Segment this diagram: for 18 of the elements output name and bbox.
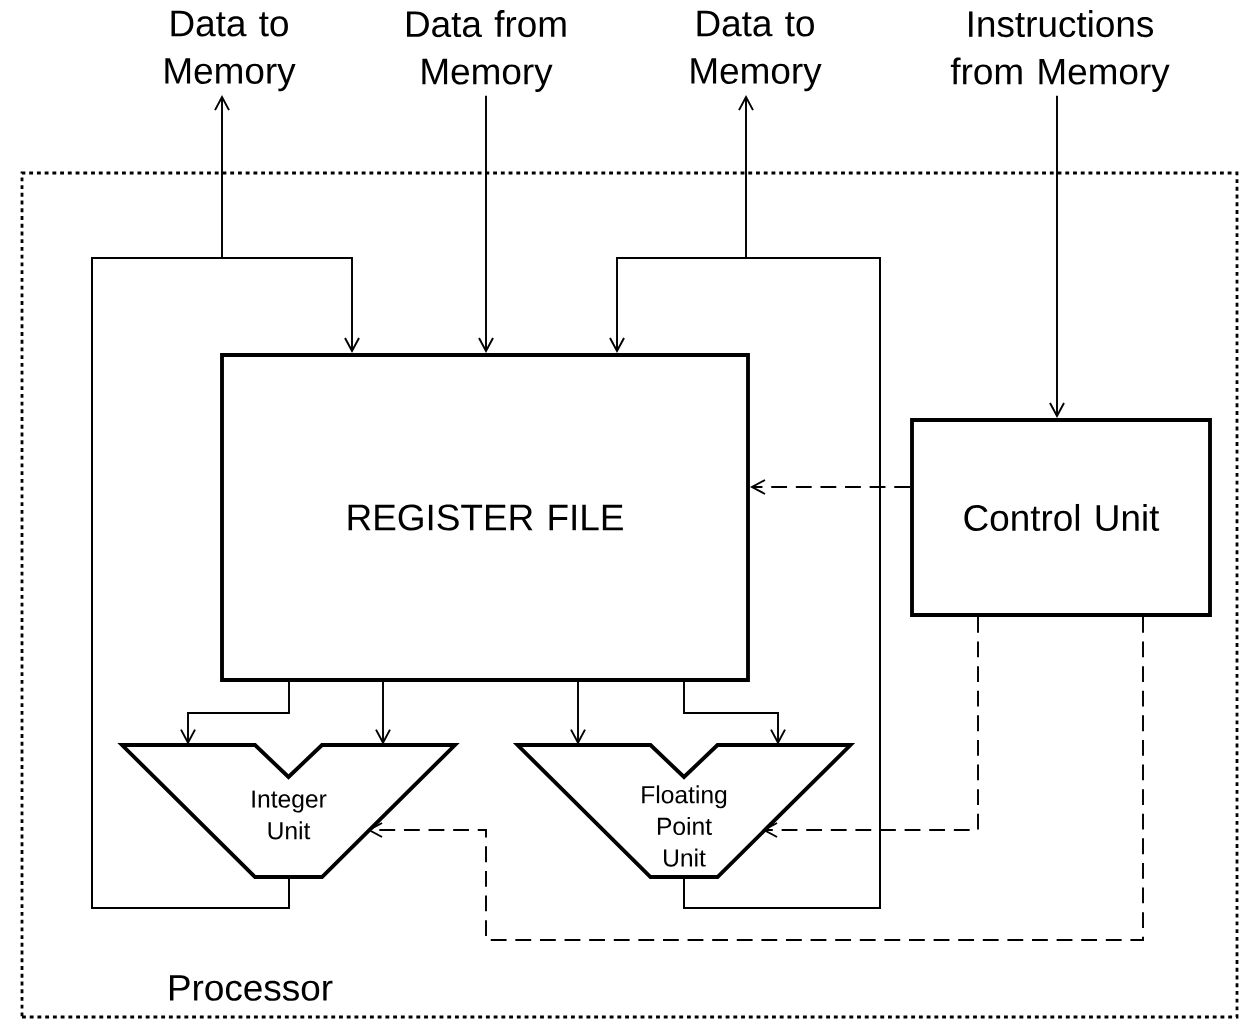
arrow bbox=[180, 680, 290, 745]
memory-port-label: Data to Memory bbox=[165, 10, 296, 92]
arrow bbox=[375, 680, 391, 745]
unit-box: REGISTER FILE bbox=[220, 353, 750, 682]
arrow bbox=[91, 95, 290, 909]
arrow bbox=[478, 94, 494, 354]
arrow bbox=[1049, 94, 1065, 419]
memory-port-label: Data to Memory bbox=[691, 10, 822, 92]
box-heading: Processor bbox=[170, 975, 333, 1001]
arrow bbox=[570, 680, 586, 745]
memory-port-label: Instructions from Memory bbox=[950, 10, 1170, 92]
arrow bbox=[762, 615, 979, 838]
arrow bbox=[683, 680, 786, 745]
arrow bbox=[683, 95, 881, 909]
unit-box: Control Unit bbox=[910, 418, 1212, 617]
arrow bbox=[367, 615, 1144, 941]
arrow bbox=[749, 479, 912, 495]
memory-port-label: Data from Memory bbox=[407, 10, 566, 92]
